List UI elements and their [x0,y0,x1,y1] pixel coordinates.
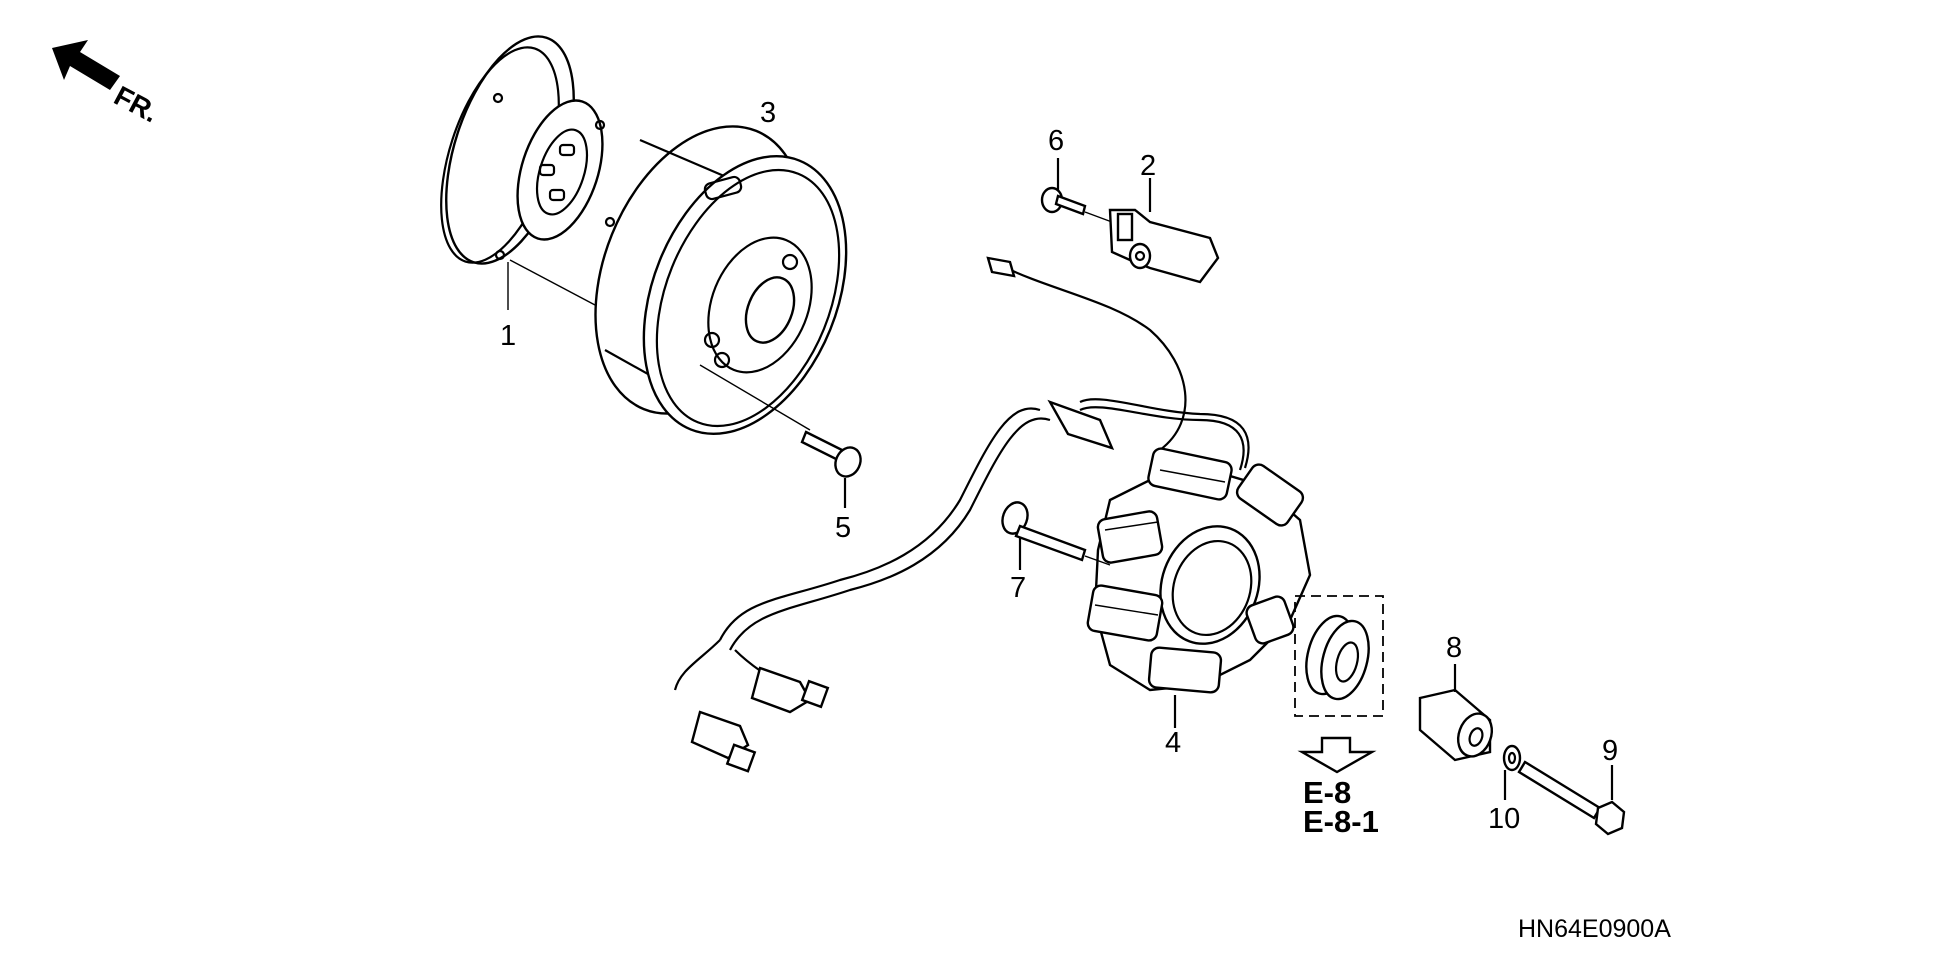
reference-arrow-icon [1297,736,1377,774]
callout-2: 2 [1140,150,1156,182]
reference-e8: E-8 [1303,775,1351,810]
callout-7: 7 [1010,572,1026,604]
stator-bolt [1001,501,1087,562]
reference-e8-1: E-8-1 [1303,804,1379,839]
diagram-code: HN64E0900A [1518,915,1671,943]
collar [1418,688,1494,762]
front-label: FR. [109,80,163,129]
flywheel-rotor [594,125,848,435]
stator-coil [1086,447,1312,694]
oil-seal-reference-box [1294,595,1384,717]
callout-1: 1 [500,320,516,352]
callout-6: 6 [1048,125,1064,157]
callout-3: 3 [760,97,776,129]
rotor-bolt [800,430,862,478]
washer [1502,744,1522,772]
hex-bolt [1517,760,1626,836]
callout-4: 4 [1165,727,1181,759]
callout-9: 9 [1602,735,1618,767]
front-arrow-icon [52,40,120,90]
callout-8: 8 [1446,632,1462,664]
callout-10: 10 [1488,803,1520,835]
callout-5: 5 [835,512,851,544]
flywheel-plate [440,35,616,265]
pulser-bolt [1040,186,1087,216]
wire-harness [673,398,1250,773]
pulser-sensor [1108,208,1220,284]
